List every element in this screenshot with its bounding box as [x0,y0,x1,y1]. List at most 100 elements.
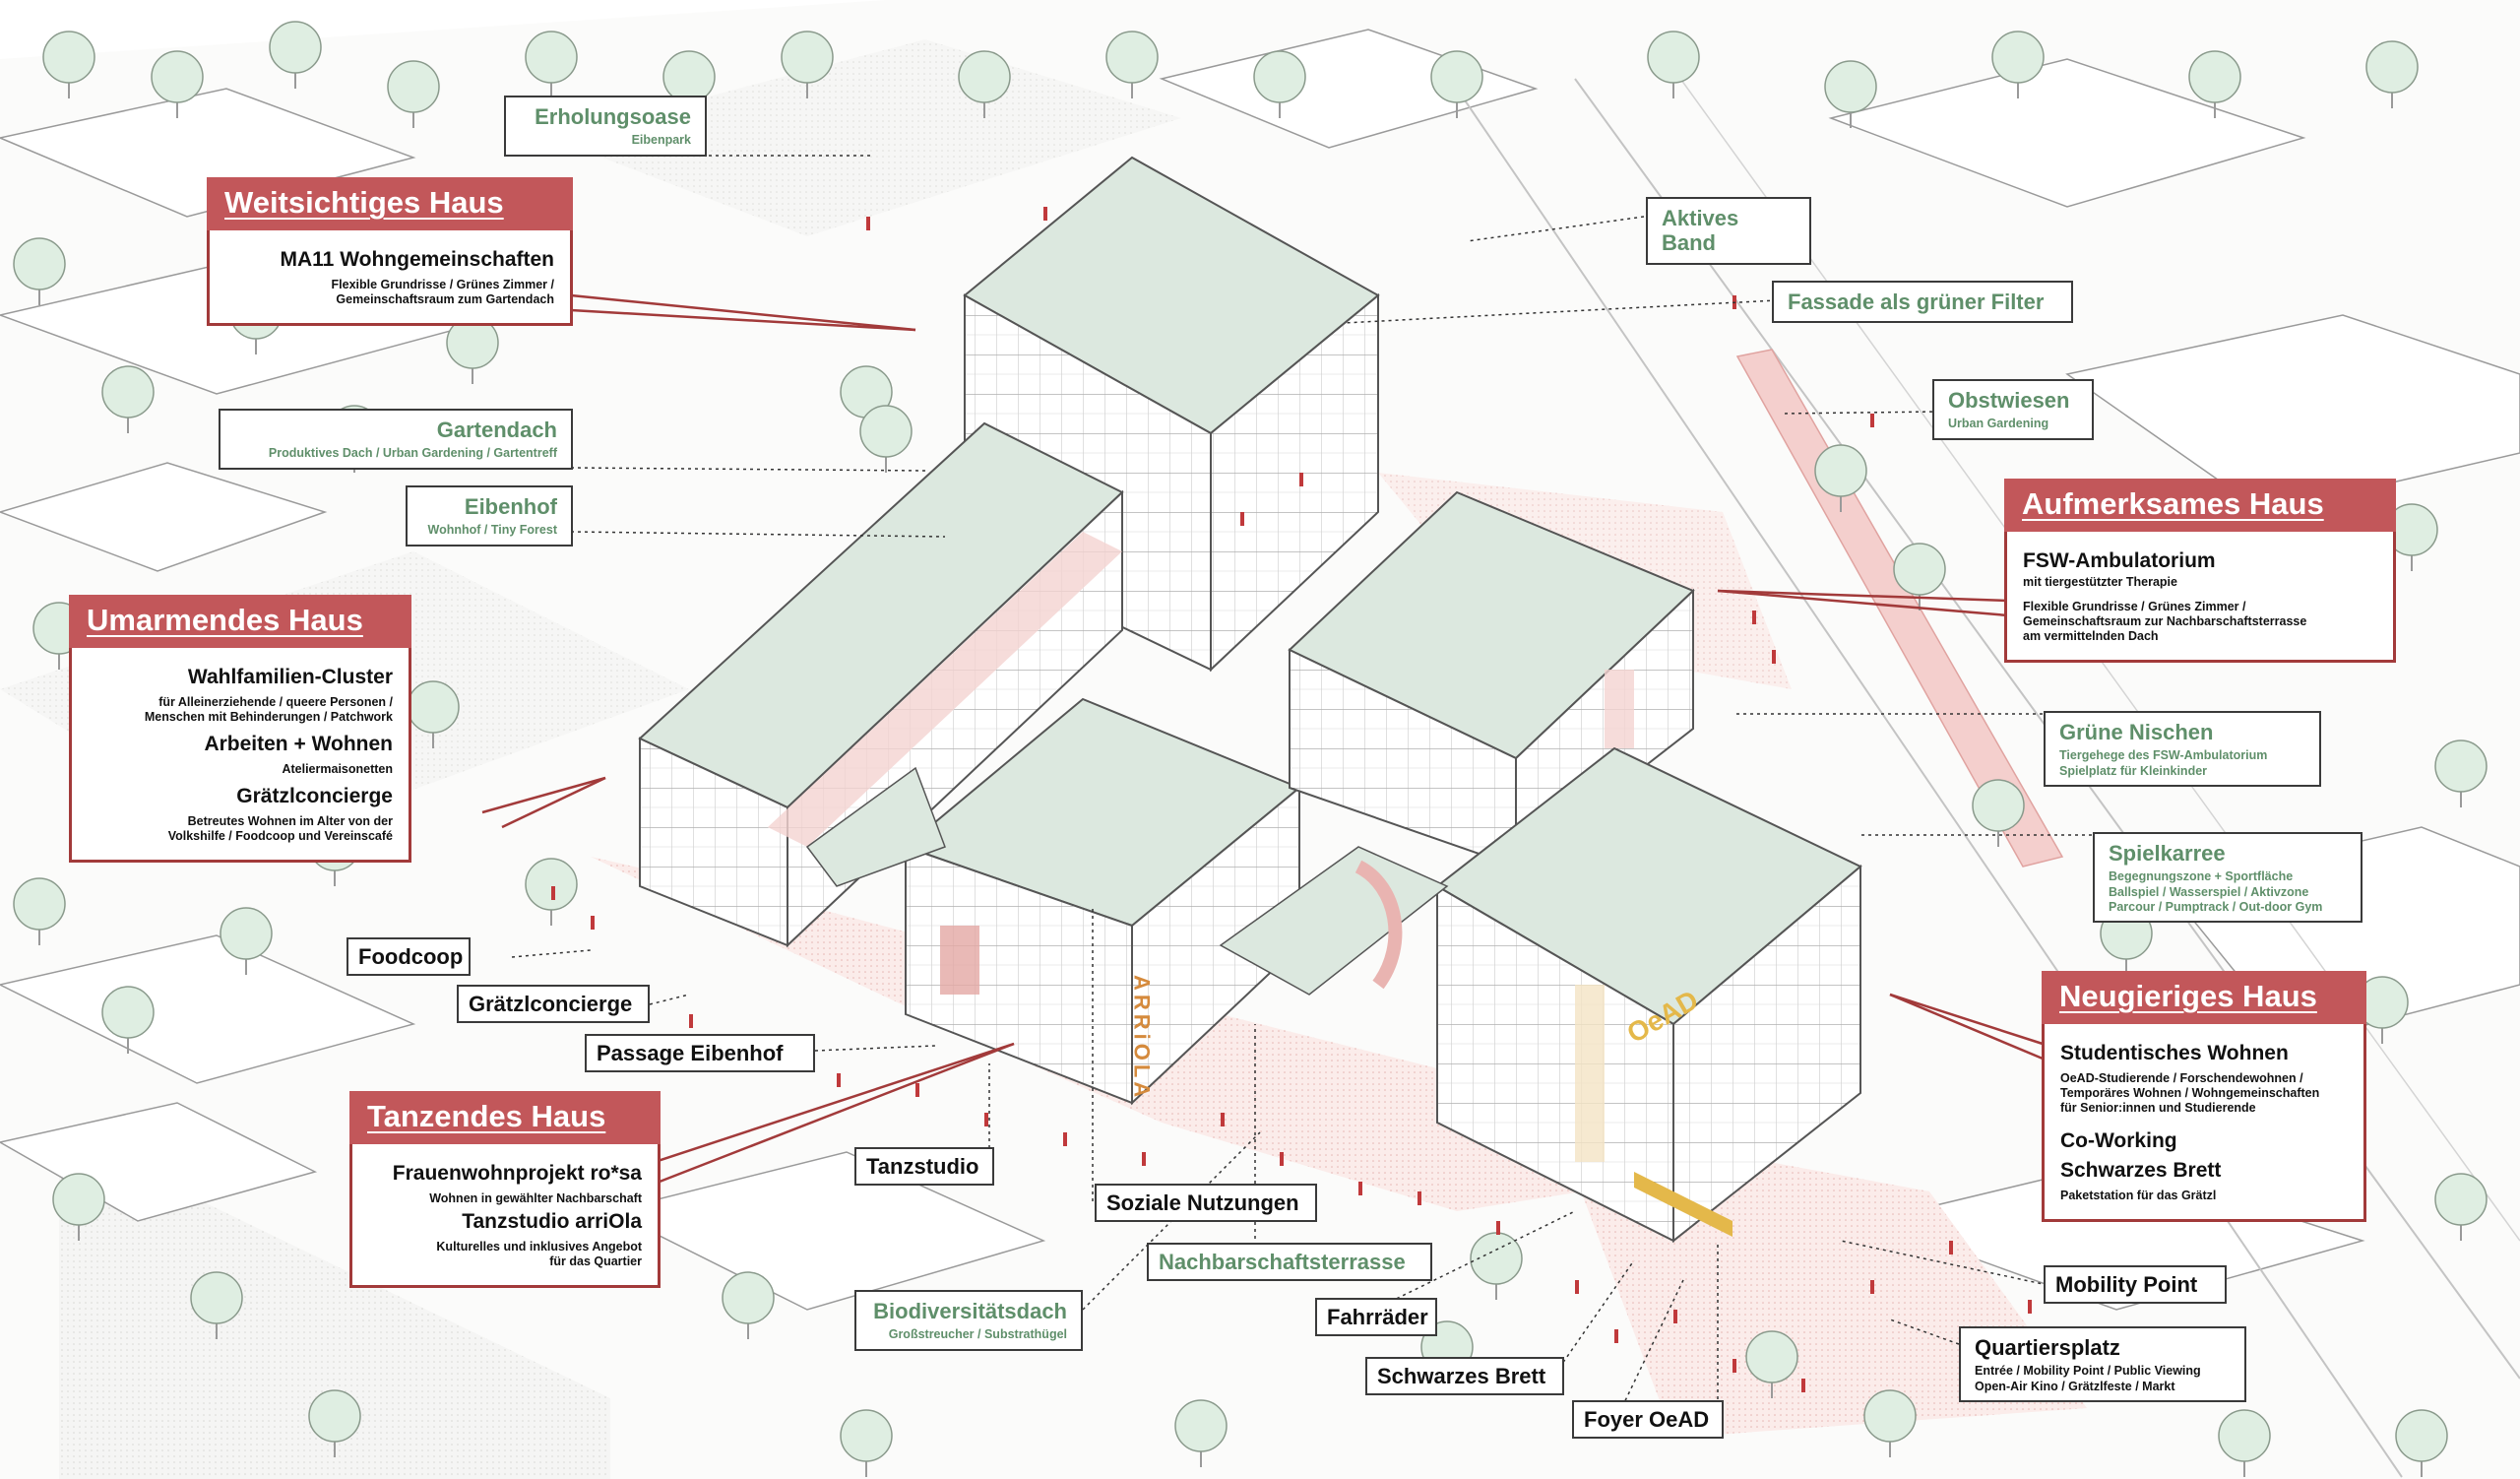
person-icon [915,1083,919,1097]
callout-heading: Wahlfamilien-Cluster [187,666,393,688]
label-passage-eibenhof: Passage Eibenhof [585,1034,815,1073]
tree-icon [525,31,578,98]
tree-icon [220,907,273,975]
tree-icon [1991,31,2045,98]
label-foodcoop: Foodcoop [346,937,471,977]
label-gruene-nischen: Grüne Nischen Tiergehege des FSW-Ambulat… [2044,711,2321,788]
label-title: Eibenhof [464,494,557,519]
tree-icon [52,1173,105,1241]
callout-text: am vermittelnden Dach [2023,629,2159,643]
tree-icon [2365,40,2419,108]
person-icon [984,1113,988,1126]
callout-text: Wohnen in gewählter Nachbarschaft [429,1191,642,1205]
callout-text: für Alleinerziehende / queere Personen / [158,695,393,709]
callout-weitsichtiges-haus: Weitsichtiges Haus MA11 Wohngemeinschaft… [207,177,573,326]
label-title: Biodiversitätsdach [873,1299,1067,1323]
callout-title: Neugieriges Haus [2042,971,2366,1024]
label-title: Fahrräder [1327,1305,1428,1329]
callout-text: Flexible Grundrisse / Grünes Zimmer / [331,278,554,291]
label-subtitle: Entrée / Mobility Point / Public Viewing [1975,1364,2201,1379]
tree-icon [387,60,440,128]
label-subtitle: Ballspiel / Wasserspiel / Aktivzone [2109,884,2309,899]
callout-heading: Co-Working [2060,1129,2177,1152]
label-biodiversitaetsdach: Biodiversitätsdach Großstreucher / Subst… [854,1290,1083,1351]
tree-icon [1863,1389,1917,1457]
tree-icon [722,1271,775,1339]
person-icon [1870,414,1874,427]
person-icon [1358,1182,1362,1195]
callout-text: OeAD-Studierende / Forschendewohnen / [2060,1071,2303,1085]
tree-icon [101,986,155,1054]
tree-icon [1893,543,1946,611]
person-icon [1801,1379,1805,1392]
label-eibenhof: Eibenhof Wohnhof / Tiny Forest [406,485,573,547]
person-icon [1418,1191,1421,1205]
tree-icon [13,877,66,945]
callout-title: Weitsichtiges Haus [207,177,573,230]
tree-icon [1814,444,1867,512]
label-title: Soziale Nutzungen [1106,1190,1299,1215]
tree-icon [2434,740,2488,807]
callout-heading: FSW-Ambulatorium [2023,549,2216,572]
label-title: Grüne Nischen [2059,720,2214,744]
person-icon [1142,1152,1146,1166]
label-mobility-point: Mobility Point [2044,1265,2227,1305]
label-gartendach: Gartendach Produktives Dach / Urban Gard… [219,409,573,470]
label-subtitle: Urban Gardening [1948,417,2049,431]
person-icon [837,1073,841,1087]
person-icon [1772,650,1776,664]
tree-icon [2188,50,2241,118]
callout-text: Gemeinschaftsraum zur Nachbarschaftsterr… [2023,614,2307,628]
person-icon [1496,1221,1500,1235]
tree-icon [2395,1409,2448,1477]
callout-title: Umarmendes Haus [69,595,411,648]
label-subtitle: Tiergehege des FSW-Ambulatorium [2059,748,2268,763]
tree-icon [1174,1399,1228,1467]
person-icon [1221,1113,1225,1126]
tanzendes-haus-building [904,697,1301,1106]
label-schwarzes-brett: Schwarzes Brett [1365,1357,1564,1396]
callout-heading: Arbeiten + Wohnen [204,733,393,755]
label-spielkarree: Spielkarree Begegnungszone + Sportfläche… [2093,832,2362,924]
person-icon [2028,1300,2032,1314]
tree-icon [1972,779,2025,847]
tree-icon [859,405,913,473]
label-title: Schwarzes Brett [1377,1364,1546,1388]
label-title: Gartendach [436,418,557,442]
label-title: Nachbarschaftsterrasse [1159,1250,1406,1274]
tree-icon [13,237,66,305]
label-title: Foyer OeAD [1584,1407,1710,1432]
tree-icon [840,1409,893,1477]
person-icon [1752,611,1756,624]
label-quartiersplatz: Quartiersplatz Entrée / Mobility Point /… [1959,1326,2246,1403]
label-fassade: Fassade als grüner Filter [1772,281,2073,324]
arriola-sign: ARRiOLA [1130,975,1155,1101]
garden-roofs [805,766,1449,996]
tree-icon [269,21,322,89]
label-title: Obstwiesen [1948,388,2070,413]
person-icon [551,886,555,900]
label-graetzlconcierge: Grätzlconcierge [457,985,650,1024]
tree-icon [2434,1173,2488,1241]
tree-icon [42,31,95,98]
label-subtitle: Parcour / Pumptrack / Out-door Gym [2109,900,2323,915]
person-icon [1043,207,1047,221]
label-subtitle: Großstreucher / Substrathügel [888,1327,1067,1342]
person-icon [591,916,595,930]
callout-text: Flexible Grundrisse / Grünes Zimmer / [2023,600,2246,613]
tree-icon [308,1389,361,1457]
tree-icon [1745,1330,1798,1398]
callout-text: Ateliermaisonetten [282,762,393,776]
label-title: Aktives Band [1662,206,1739,256]
callout-text: mit tiergestützter Therapie [2023,575,2177,589]
label-title: Mobility Point [2055,1272,2198,1297]
tree-icon [1430,50,1483,118]
callout-tanzendes-haus: Tanzendes Haus Frauenwohnprojekt ro*sa W… [349,1091,661,1288]
label-fahrraeder: Fahrräder [1315,1298,1437,1337]
tree-icon [1647,31,1700,98]
callout-text: für Senior:innen und Studierende [2060,1101,2256,1115]
label-subtitle: Produktives Dach / Urban Gardening / Gar… [268,446,557,461]
callout-heading: Frauenwohnprojekt ro*sa [392,1162,642,1185]
callout-text: Temporäres Wohnen / Wohngemeinschaften [2060,1086,2320,1100]
label-title: Erholungsoase [535,104,691,129]
